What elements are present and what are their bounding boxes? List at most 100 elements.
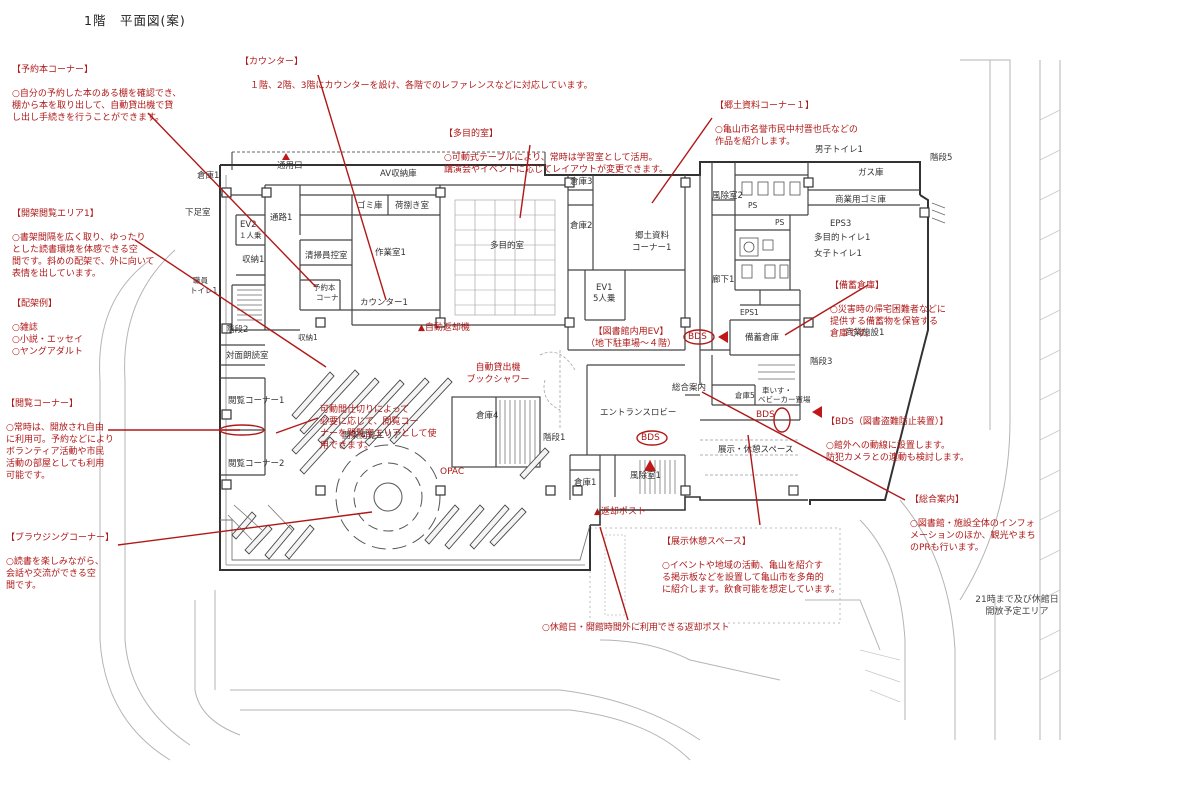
multipurpose-seating (454, 199, 556, 316)
room-tamoku-toilet: 多目的トイレ1 (814, 232, 870, 243)
annotation-yoyaku-body: ○自分の予約した本のある棚を確認でき、 棚から本を取り出して、自動貸出機で貸 し… (12, 89, 182, 123)
room-sagyo: 作業室1 (375, 247, 406, 258)
room-yoyakubon-1: 予約本 (313, 282, 336, 292)
room-entrance: エントランスロビー (600, 408, 676, 418)
annotation-kyodo: 【郷土資料コーナー１】 ○亀山市名誉市民中村晋也氏などの 作品を紹介します。 (715, 88, 915, 148)
annotation-bds-heading: 【BDS（図書盗難防止装置）】 (826, 417, 949, 427)
arrow-triangle-bichiku (812, 406, 822, 418)
label-toshokan-ev: 【図書館内用EV】 （地下駐車場～４階） (585, 327, 676, 349)
triangle-fujo1 (644, 460, 656, 471)
annotation-kyukanbi: ○休館日・開館時間外に利用できる返却ポスト (542, 623, 730, 633)
columns (221, 177, 930, 496)
room-etsuran2: 閲覧コーナー2 (228, 458, 284, 469)
annotation-browsing: 【ブラウジングコーナー】 ○読書を楽しみながら、 会話や交流ができる空 間です。 (6, 520, 126, 592)
annotation-bichiku: 【備蓄倉庫】 ○災害時の帰宅困難者などに 提供する備蓄物を保管する 倉庫です。 (830, 268, 1000, 340)
room-kaidan5: 階段5 (930, 152, 952, 163)
room-shogyo: 商業施設1 (845, 327, 884, 338)
room-ev1-1: EV1 (596, 283, 613, 293)
annotation-kaika-heading: 【開架閲覧エリア1】 (12, 209, 99, 219)
annotation-etsuran: 【閲覧コーナー】 ○常時は、開放され自由 に利用可。予約などにより ボランティア… (6, 386, 121, 482)
annotation-yoyaku-heading: 【予約本コーナー】 (12, 65, 94, 75)
annotation-tamokuteki: 【多目的室】 ○可動式テーブルにより、常時は学習室として活用。 講演会やイベント… (444, 116, 704, 176)
room-niboki: 荷捌き室 (395, 200, 430, 211)
annotation-counter-heading: 【カウンター】 (240, 57, 304, 67)
annotation-counter: 【カウンター】 １階、2階、3階にカウンターを設け、各階でのレファレンスなどに対… (240, 44, 610, 92)
annotation-counter-body: １階、2階、3階にカウンターを設け、各階でのレファレンスなどに対応しています。 (250, 81, 593, 91)
building-outline (219, 151, 929, 571)
annotation-tenji-body: ○イベントや地域の活動、亀山を紹介す る掲示板などを設置して亀山市を多角的 に紹… (662, 561, 840, 595)
room-joshi: 女子トイレ1 (814, 248, 862, 259)
annotation-kaika-body: ○書架間隔を広く取り、ゆったり とした読書環境を体感できる空 間です。斜めの配架… (12, 233, 155, 279)
annotation-kaika: 【開架閲覧エリア1】 ○書架間隔を広く取り、ゆったり とした読書環境を体感できる… (12, 196, 192, 280)
annotation-haika: 【配架例】 ○雑誌 ○小説・エッセイ ○ヤングアダルト (12, 286, 152, 358)
triangle-tsuyoguchi (282, 153, 290, 160)
plaza-area (589, 527, 841, 624)
interior-walls (220, 162, 920, 510)
room-kaika-label: 開架閲覧エリア (342, 430, 402, 441)
label-henkyaku-post: ▲返却ポスト (594, 507, 646, 517)
annotation-bichiku-body: ○災害時の帰宅困難者などに 提供する備蓄物を保管する 倉庫です。 (830, 305, 946, 339)
room-yoyakubon-2: コーナ (316, 293, 339, 302)
leader-lines (108, 74, 906, 621)
annotation-browsing-body: ○読書を楽しみながら、 会話や交流ができる空 間です。 (6, 557, 104, 591)
room-danshi: 男子トイレ1 (815, 145, 863, 155)
annotation-yoyaku: 【予約本コーナー】 ○自分の予約した本のある棚を確認でき、 棚から本を取り出して… (12, 52, 252, 124)
room-eps1: EPS1 (740, 308, 759, 317)
label-jido-kashidashi: 自動貸出機 ブックシャワー (466, 363, 530, 385)
room-kurumaisu-2: ベビーカー置場 (758, 394, 811, 404)
annotation-bichiku-heading: 【備蓄倉庫】 (830, 281, 885, 291)
room-ev2-1: EV2 (240, 220, 257, 230)
room-taimen: 対面朗読室 (226, 350, 269, 361)
room-eps3: EPS3 (830, 219, 851, 229)
room-ps1: PS (748, 201, 758, 210)
room-labels: 通用口 倉庫1 AV収納庫 ゴミ庫 荷捌き室 下足室 通路1 EV2 １人乗 収… (185, 145, 952, 488)
annotation-tenji: 【展示休憩スペース】 ○イベントや地域の活動、亀山を紹介す る掲示板などを設置し… (662, 524, 862, 596)
red-triangles (282, 153, 822, 471)
label-jido-henkyaku: ▲自動返却機 (418, 323, 470, 333)
room-shokuin-1: 職員 (193, 276, 208, 285)
cafe-wall (220, 519, 591, 561)
annotation-sogo-heading: 【総合案内】 (910, 495, 965, 505)
room-kaidan3: 階段3 (810, 356, 832, 367)
room-shogyo-gomi: 商業用ゴミ庫 (835, 194, 887, 205)
room-sogo: 総合案内 (672, 382, 706, 393)
annotation-tamokuteki-heading: 【多目的室】 (444, 129, 499, 139)
toilet-fixtures (739, 181, 801, 279)
room-kyodo-2: コーナー1 (632, 243, 671, 253)
room-fujo2: 風除室2 (712, 190, 743, 201)
stair-hatch (237, 202, 946, 494)
bds-ellipse-2 (636, 430, 668, 446)
room-gas: ガス庫 (858, 167, 884, 178)
bds-markers (219, 329, 791, 446)
annotation-etsuran-heading: 【閲覧コーナー】 (6, 399, 79, 409)
room-fujo1: 風除室1 (630, 470, 661, 481)
room-etsuran1: 閲覧コーナー1 (228, 395, 284, 406)
room-tenji: 展示・休憩スペース (718, 444, 793, 455)
room-ps2: PS (775, 218, 785, 227)
bds-ellipse-1 (683, 329, 715, 345)
label-bds1: BDS (688, 332, 707, 342)
room-ev1-2: 5人乗 (593, 293, 616, 304)
room-seiso: 清掃員控室 (305, 250, 348, 261)
room-shuno: 収納1 (242, 254, 264, 265)
annotation-bds-body: ○館外への動線に設置します。 防犯カメラとの連動も検討します。 (826, 441, 970, 463)
entrance-wall (590, 496, 808, 526)
annotation-browsing-heading: 【ブラウジングコーナー】 (6, 533, 115, 543)
display-racks (227, 504, 293, 541)
annotation-haika-heading: 【配架例】 (12, 299, 58, 309)
room-souko1: 倉庫1 (574, 477, 596, 488)
annotation-tamokuteki-body: ○可動式テーブルにより、常時は学習室として活用。 講演会やイベントに応じてレイア… (444, 153, 669, 175)
room-tsuyoguchi: 通用口 (277, 160, 303, 171)
annotation-kyodo-body: ○亀山市名誉市民中村晋也氏などの 作品を紹介します。 (715, 125, 858, 147)
room-souko5: 倉庫5 (735, 390, 755, 400)
room-bichiku: 備蓄倉庫 (745, 332, 780, 343)
label-bds2: BDS (641, 433, 660, 443)
room-shitaashi: 下足室 (185, 207, 211, 218)
room-tamokuteki: 多目的室 (490, 240, 525, 251)
label-opac: OPAC (440, 467, 465, 477)
site-hatching (859, 109, 1061, 703)
annotation-kyodo-heading: 【郷土資料コーナー１】 (715, 101, 815, 111)
room-gomi: ゴミ庫 (357, 200, 383, 211)
annotation-tenji-heading: 【展示休憩スペース】 (662, 537, 751, 547)
site-lines (99, 59, 1061, 761)
